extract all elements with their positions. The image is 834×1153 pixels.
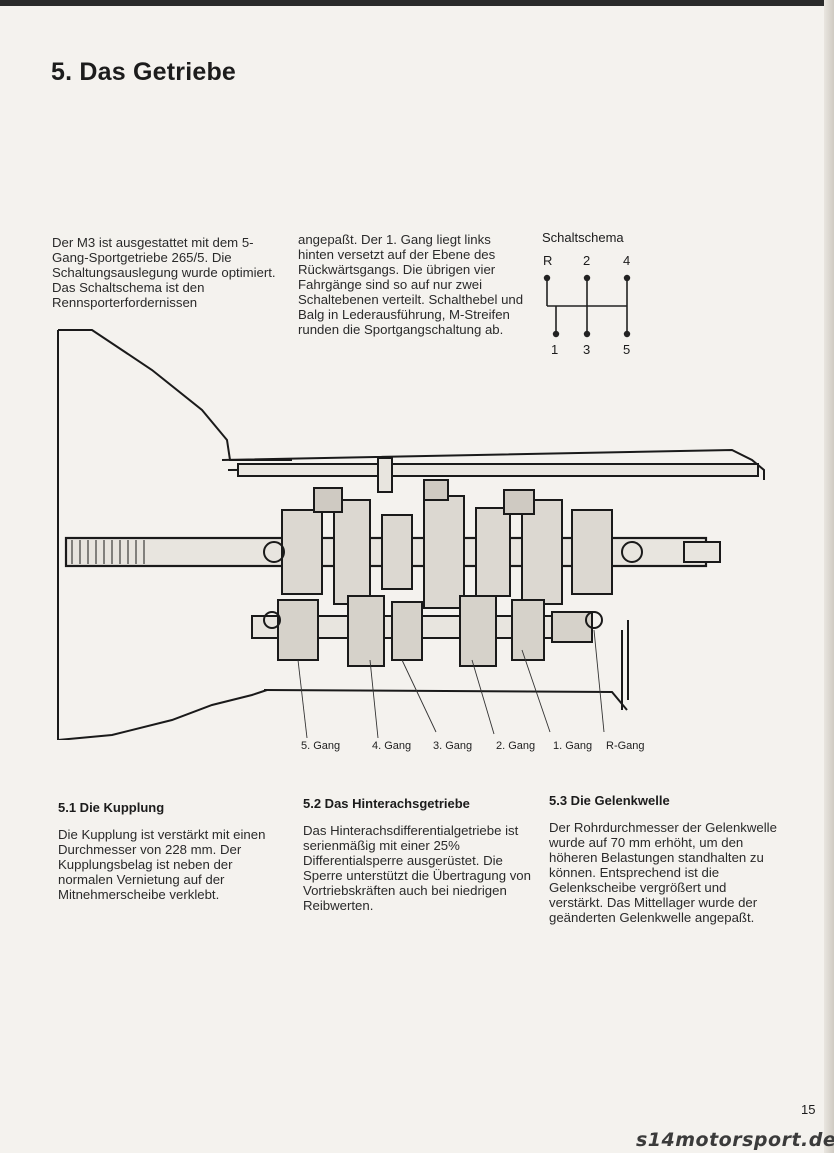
- page-title: 5. Das Getriebe: [51, 58, 237, 86]
- schema-label-1: 1: [551, 342, 559, 357]
- gear-label-4: 4. Gang: [372, 740, 412, 752]
- intro-text-col1: Der M3 ist ausgestattet mit dem 5-Gang-S…: [52, 235, 276, 310]
- section-heading-kupplung: 5.1 Die Kupplung: [58, 800, 165, 815]
- page-number: 15: [801, 1102, 816, 1117]
- schema-label-2: 2: [583, 253, 591, 268]
- schema-label-4: 4: [623, 253, 631, 268]
- schema-label-r: R: [543, 253, 553, 268]
- gear-label-r: R-Gang: [606, 740, 645, 752]
- gear-label-3: 3. Gang: [433, 740, 473, 752]
- watermark-logo: s14motorsport.de: [636, 1129, 834, 1151]
- shift-pattern-diagram: R 2 4 1 3 5: [530, 250, 640, 365]
- section-heading-gelenkwelle: 5.3 Die Gelenkwelle: [549, 793, 670, 808]
- intro-text-col2: angepaßt. Der 1. Gang liegt links hinten…: [298, 232, 524, 337]
- gear-label-5: 5. Gang: [301, 740, 341, 752]
- page-top-edge: [0, 0, 834, 6]
- section-heading-hinterachsgetriebe: 5.2 Das Hinterachsgetriebe: [303, 796, 470, 811]
- schema-label-5: 5: [623, 342, 631, 357]
- section-text-kupplung: Die Kupplung ist verstärkt mit einen Dur…: [58, 827, 266, 902]
- section-text-gelenkwelle: Der Rohrdurchmesser der Gelenkwelle wurd…: [549, 820, 777, 925]
- gear-label-1: 1. Gang: [553, 740, 593, 752]
- schaltschema-title: Schaltschema: [542, 230, 624, 245]
- section-text-hinterachsgetriebe: Das Hinterachsdifferentialgetriebe ist s…: [303, 823, 531, 913]
- gear-label-2: 2. Gang: [496, 740, 536, 752]
- page-right-edge: [824, 0, 834, 1153]
- gearbox-cutaway-drawing: [52, 320, 782, 745]
- schema-label-3: 3: [583, 342, 591, 357]
